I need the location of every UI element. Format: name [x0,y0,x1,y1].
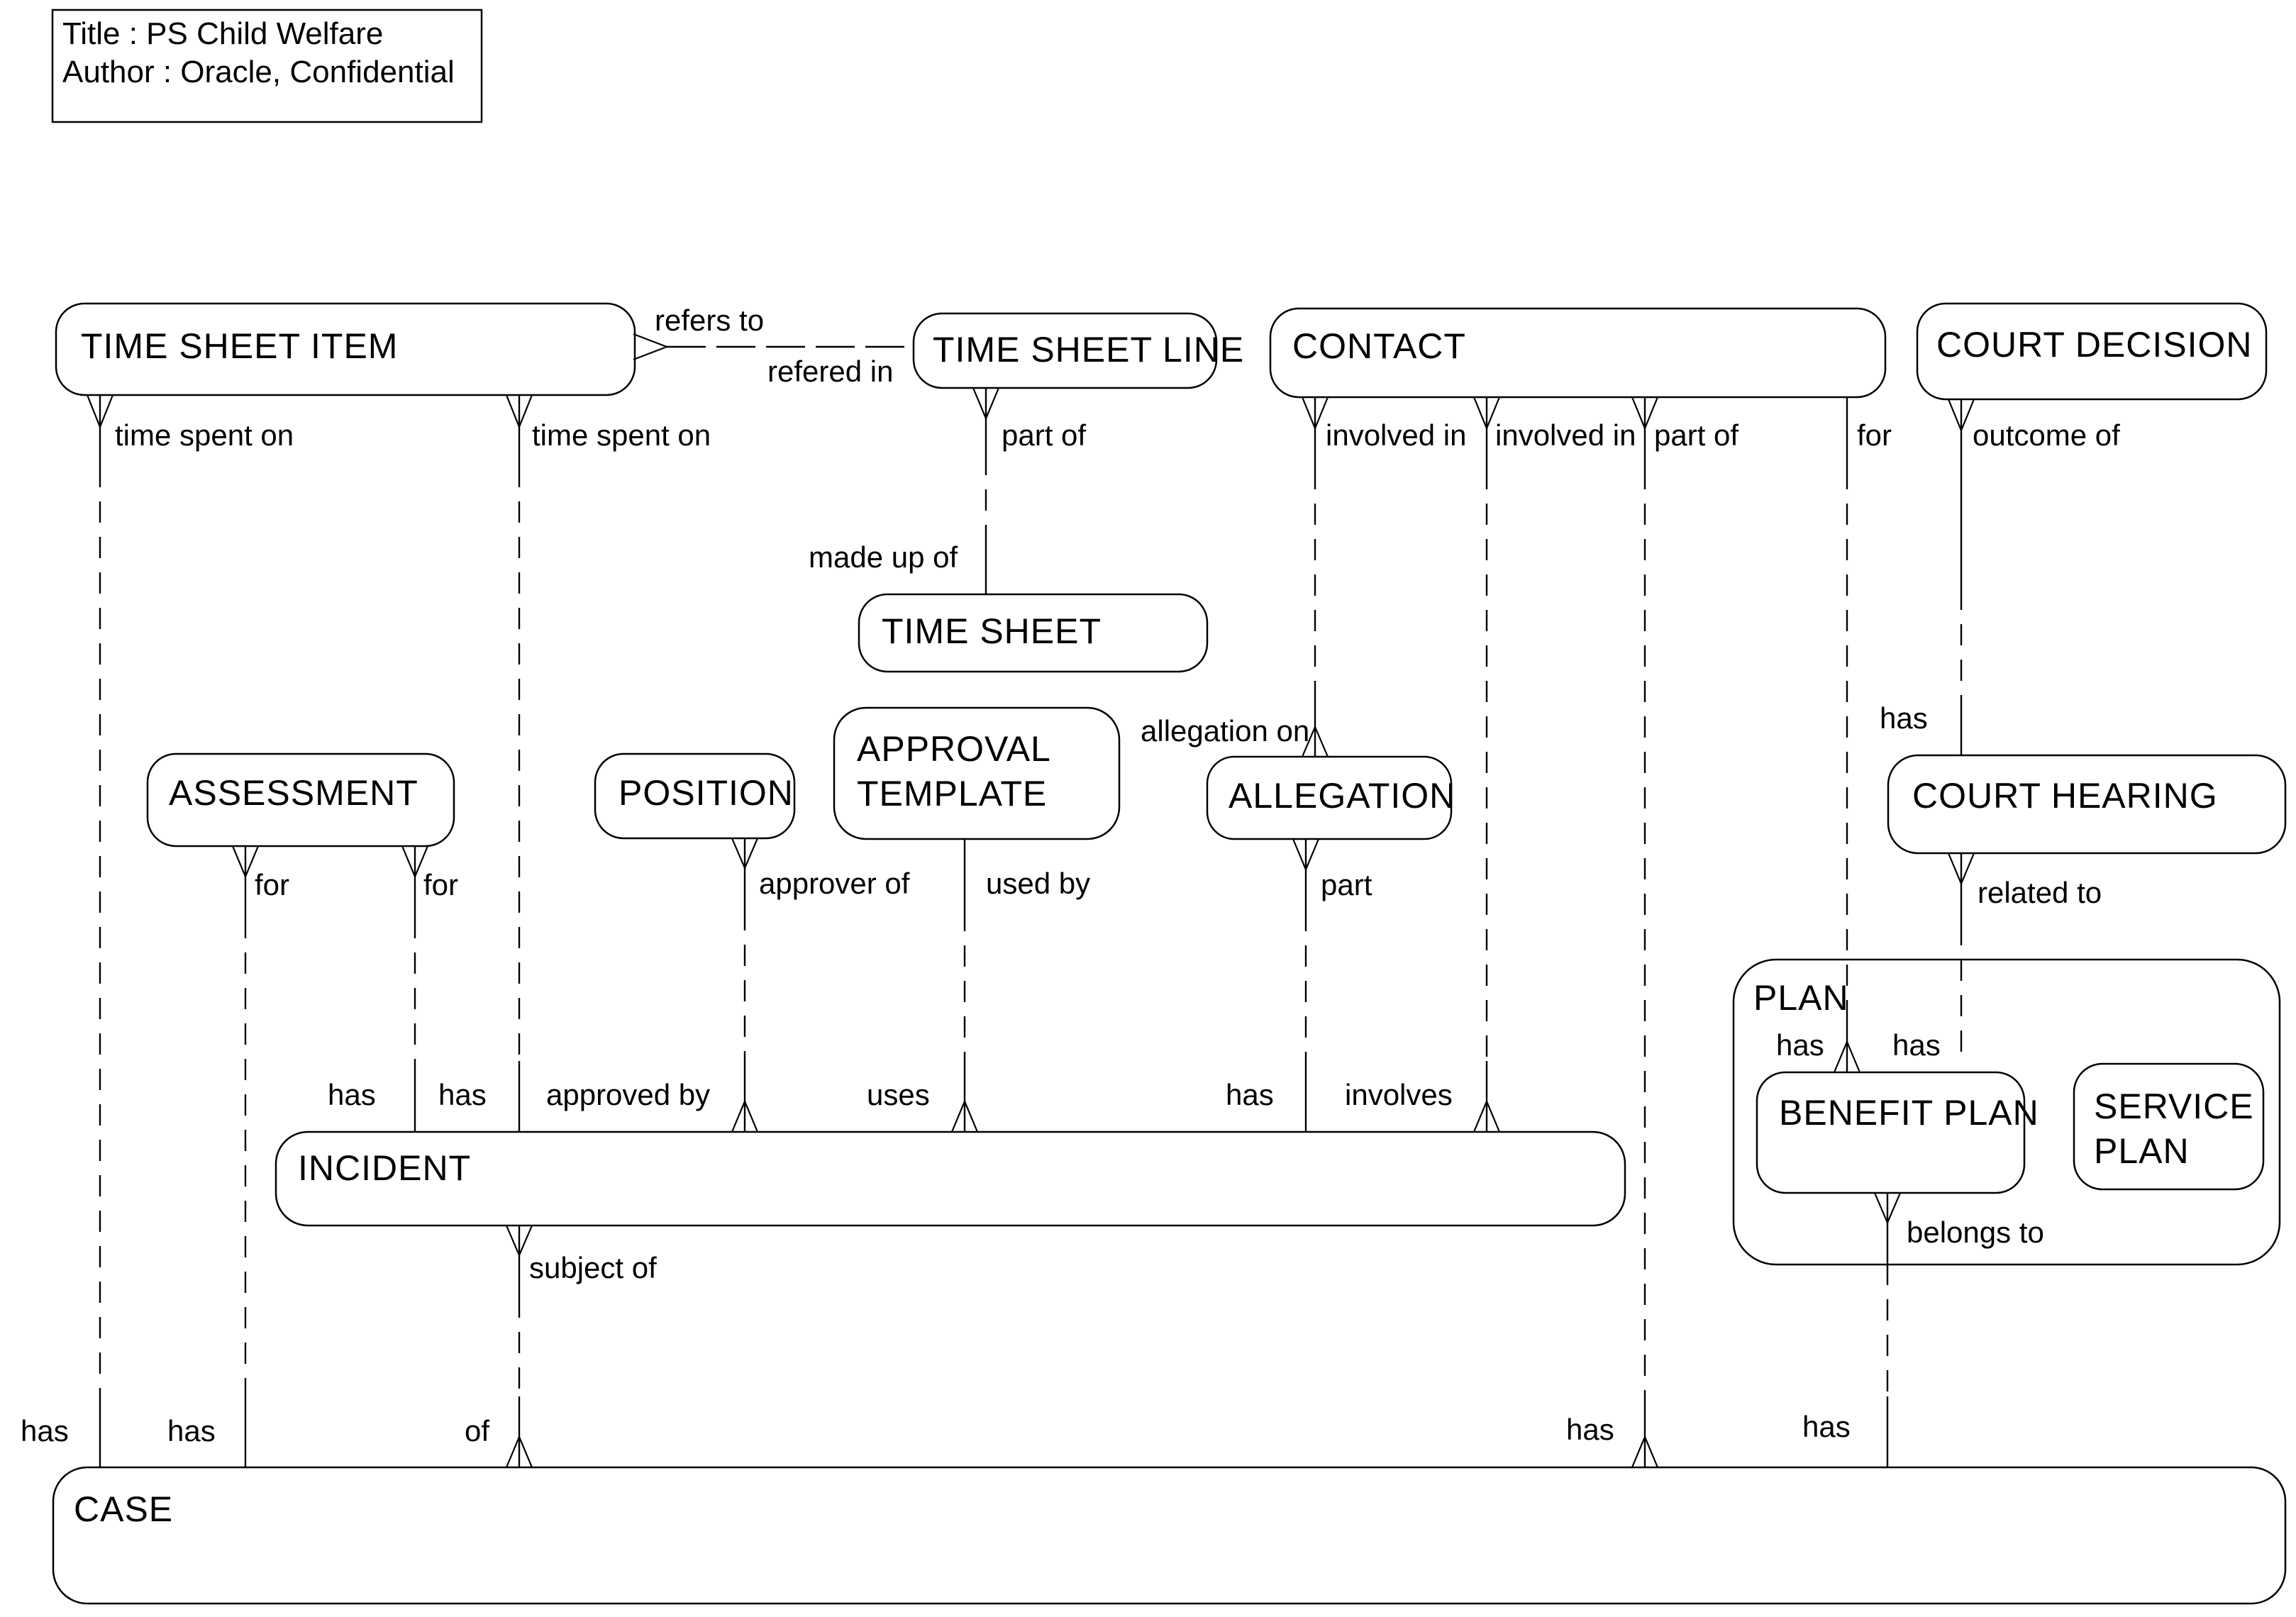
label-approved-by: approved by [546,1078,710,1111]
label-part-allegation: part [1321,868,1372,901]
label-belongs-to: belongs to [1907,1216,2044,1249]
entity-time-sheet[interactable] [858,593,1209,673]
entity-case[interactable] [52,1466,2287,1605]
entity-allegation[interactable] [1206,755,1453,840]
entity-label-allegation: ALLEGATION [1229,776,1455,816]
label-has-incident-3: has [1226,1078,1274,1111]
label-time-spent-on-2: time spent on [532,418,711,452]
entity-label-approval-template-line2: TEMPLATE [857,774,1047,813]
entity-label-incident: INCIDENT [298,1148,471,1188]
label-part-of-time-sheet-line: part of [1002,418,1086,452]
diagram-title-line1: Title : PS Child Welfare [62,16,383,51]
entity-label-plan: PLAN [1753,978,1849,1018]
entity-time-sheet-line[interactable] [912,312,1218,389]
label-made-up-of: made up of [809,540,958,574]
label-for-contact: for [1857,418,1892,452]
entity-incident[interactable] [274,1130,1626,1227]
entity-position[interactable] [594,752,796,840]
label-has-incident-1: has [328,1078,376,1111]
label-approver-of: approver of [759,867,910,900]
label-has-plan: has [1892,1028,1941,1062]
label-involved-in-1: involved in [1326,418,1466,452]
label-time-spent-on-1: time spent on [115,418,294,452]
label-involved-in-2: involved in [1495,418,1636,452]
entity-label-service-plan-line2: PLAN [2094,1131,2190,1171]
entity-label-time-sheet-item: TIME SHEET ITEM [81,326,398,366]
label-subject-of: subject of [529,1251,657,1284]
label-has-case-2: has [167,1414,216,1447]
label-for-assessment-1: for [255,868,289,901]
diagram-title-line2: Author : Oracle, Confidential [62,55,455,89]
entity-court-hearing[interactable] [1887,754,2287,855]
label-involves: involves [1345,1078,1453,1111]
entity-label-approval-template-line1: APPROVAL [857,729,1051,769]
label-refered-in: refered in [767,355,893,388]
label-for-assessment-2: for [423,868,458,901]
label-has-incident-2: has [438,1078,487,1111]
entity-label-contact: CONTACT [1292,326,1466,366]
entity-label-case: CASE [74,1489,173,1529]
label-has-case-1: has [21,1414,69,1447]
entity-court-decision[interactable] [1916,302,2268,401]
label-uses: uses [867,1078,930,1111]
label-part-of-contact: part of [1654,418,1738,452]
entity-label-court-decision: COURT DECISION [1936,325,2253,365]
entity-service-plan[interactable] [2073,1062,2265,1191]
label-used-by: used by [986,867,1090,900]
relationship-line-solid-segments [99,388,1963,1467]
entity-approval-template[interactable] [833,706,1121,840]
entity-label-service-plan-line1: SERVICE [2094,1087,2254,1126]
label-allegation-on: allegation on [1141,714,1309,748]
label-refers-to: refers to [655,304,764,337]
relationship-line-dashed-segments [99,454,1963,1396]
diagram-title-box [51,9,483,123]
entity-benefit-plan[interactable] [1756,1071,2026,1194]
entity-label-assessment: ASSESSMENT [169,773,418,813]
label-has-court-hearing: has [1880,701,1928,735]
label-of: of [465,1414,489,1447]
entity-label-time-sheet: TIME SHEET [882,611,1102,651]
label-has-benefit-plan: has [1776,1028,1824,1062]
entity-contact[interactable] [1269,307,1887,399]
crow-foot-connectors [86,333,1975,1468]
entity-label-time-sheet-line: TIME SHEET LINE [933,330,1244,369]
entity-assessment[interactable] [146,752,455,848]
label-outcome-of: outcome of [1973,418,2120,452]
entity-time-sheet-item[interactable] [55,302,636,396]
label-has-case-3: has [1566,1413,1614,1446]
entity-label-benefit-plan: BENEFIT PLAN [1779,1093,2039,1133]
label-related-to: related to [1978,876,2102,909]
label-has-case-4: has [1802,1410,1851,1443]
entity-label-position: POSITION [619,773,794,813]
entity-label-court-hearing: COURT HEARING [1912,776,2218,816]
